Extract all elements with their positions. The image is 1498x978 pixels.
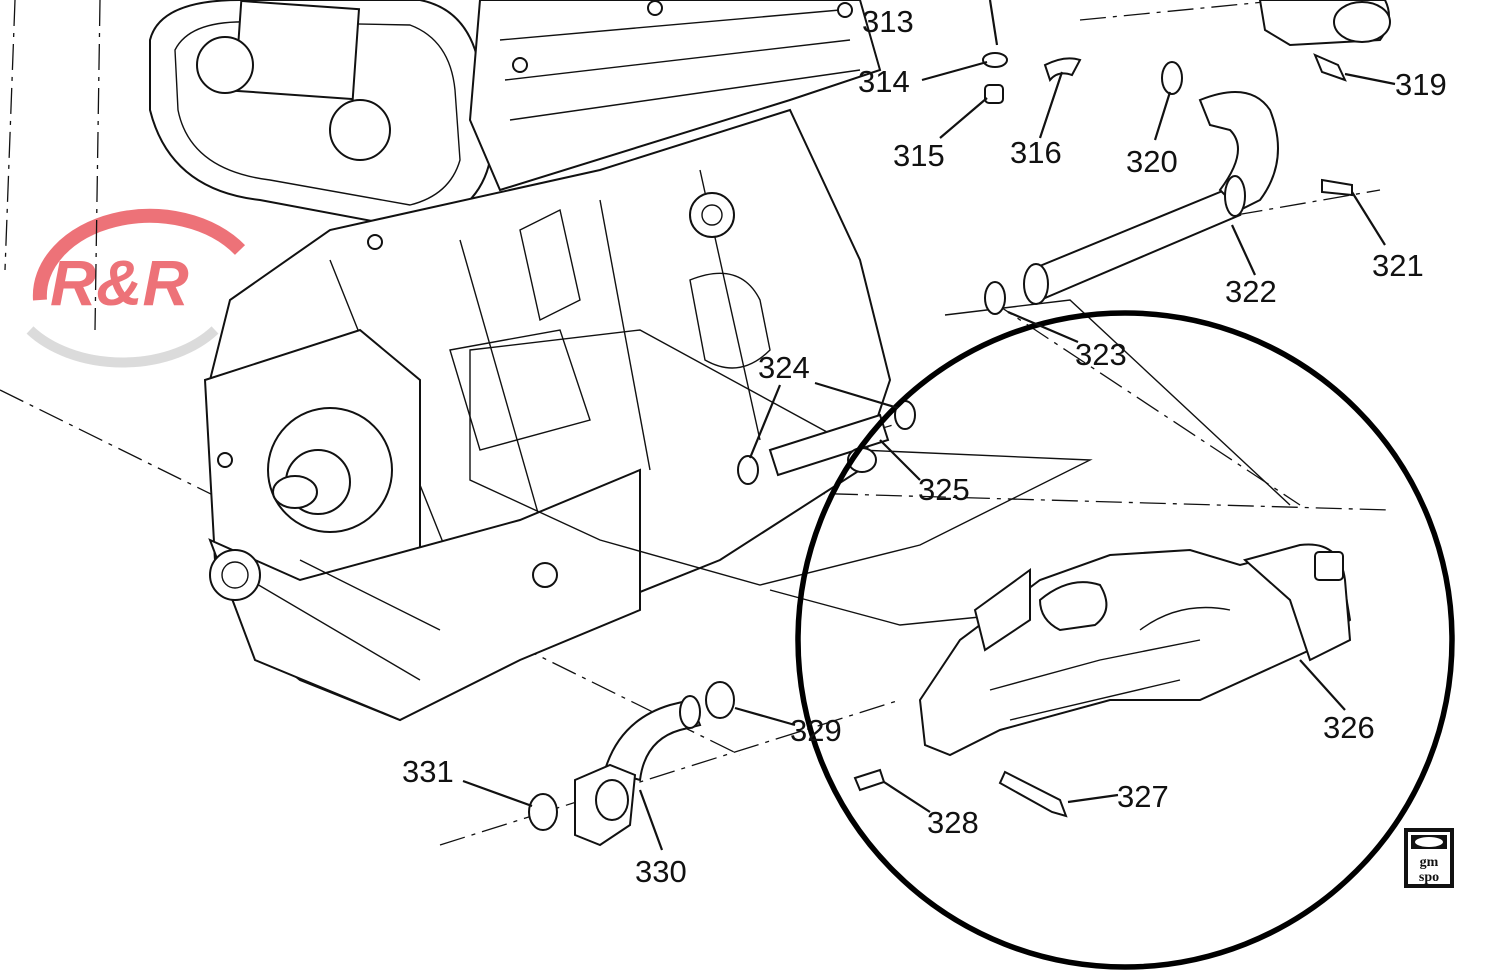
- watermark-logo: R&R: [26, 208, 246, 368]
- callout-320: 320: [1126, 144, 1178, 179]
- engine-block: [149, 0, 1291, 722]
- callout-322: 322: [1225, 274, 1277, 309]
- callout-319: 319: [1395, 67, 1447, 102]
- callout-331: 331: [402, 754, 454, 789]
- gm-spo-badge: gm spo: [1404, 828, 1454, 888]
- callout-313: 313: [862, 4, 914, 39]
- callout-329: 329: [790, 713, 842, 748]
- callout-323: 323: [1075, 337, 1127, 372]
- callout-labels: 313 314 315 316 319 320 321 322 323 324 …: [402, 4, 1447, 889]
- callout-326: 326: [1323, 710, 1375, 745]
- callout-328: 328: [927, 805, 979, 840]
- callout-315: 315: [893, 138, 945, 173]
- watermark-text: R&R: [50, 247, 189, 319]
- callout-325: 325: [918, 472, 970, 507]
- callout-324: 324: [758, 350, 810, 385]
- oil-cooler-housing: [853, 543, 1352, 818]
- callout-316: 316: [1010, 135, 1062, 170]
- badge-line-1: gm: [1420, 855, 1439, 870]
- lower-elbow-parts: [528, 681, 735, 847]
- callout-321: 321: [1372, 248, 1424, 283]
- callout-314: 314: [858, 64, 910, 99]
- highlight-circle: [795, 310, 1455, 970]
- coolant-fitting-parts: [982, 0, 1391, 315]
- leader-lines: [462, 0, 1396, 851]
- badge-line-2: spo: [1419, 870, 1439, 885]
- callout-330: 330: [635, 854, 687, 889]
- callout-327: 327: [1117, 779, 1169, 814]
